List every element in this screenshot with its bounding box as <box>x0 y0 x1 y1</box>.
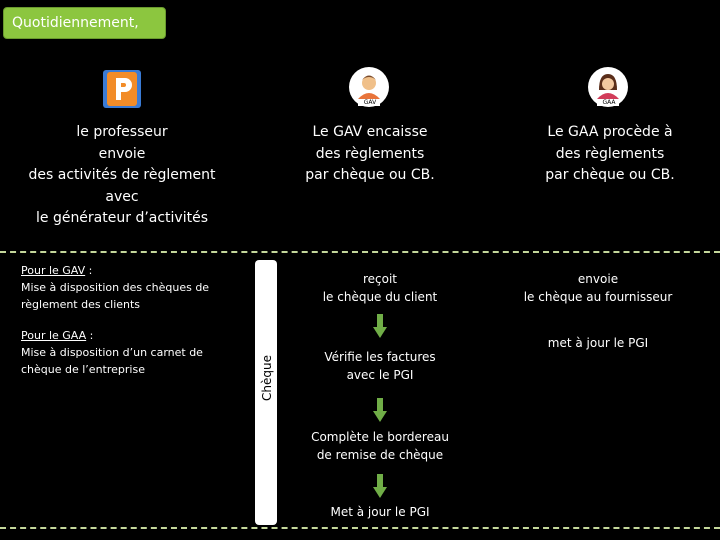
gaa-info: Pour le GAA : Mise à disposition d’un ca… <box>21 327 231 378</box>
gav-avatar-label: GAV <box>363 99 377 106</box>
gaa-info-body: : Mise à disposition d’un carnet de chèq… <box>21 329 203 376</box>
gaa-description: Le GAA procède à des règlements par chèq… <box>545 124 675 183</box>
gaa-step-1: envoie le chèque au fournisseur <box>523 272 673 304</box>
gav-info-title: Pour le GAV <box>21 264 86 277</box>
gav-step-1: reçoit le chèque du client <box>322 272 438 304</box>
gav-step-3: Complète le bordereau de remise de chèqu… <box>311 430 449 462</box>
down-arrow-icon <box>373 314 387 338</box>
title-badge: Quotidiennement, <box>3 7 166 39</box>
down-arrow-icon <box>373 398 387 422</box>
professeur-description: le professeur envoie des activités de rè… <box>28 124 216 226</box>
down-arrow-icon <box>373 474 387 498</box>
top-divider <box>0 251 720 253</box>
section-label: Chèque <box>260 355 274 401</box>
generator-app-icon <box>103 70 141 112</box>
gaa-step-2: met à jour le PGI <box>547 336 649 350</box>
gaa-avatar-icon <box>587 66 629 108</box>
gaa-avatar-label: GAA <box>602 99 616 106</box>
section-bar <box>255 260 277 525</box>
gav-step-2: Vérifie les factures avec le PGI <box>324 350 436 382</box>
gaa-info-title: Pour le GAA <box>21 329 87 342</box>
gav-info-body: : Mise à disposition des chèques de règl… <box>21 264 210 311</box>
bottom-divider <box>0 527 720 529</box>
gav-info: Pour le GAV : Mise à disposition des chè… <box>21 262 231 313</box>
gav-avatar-icon <box>348 66 390 108</box>
gav-description: Le GAV encaisse des règlements par chèqu… <box>305 124 435 183</box>
gav-step-4: Met à jour le PGI <box>330 505 430 519</box>
